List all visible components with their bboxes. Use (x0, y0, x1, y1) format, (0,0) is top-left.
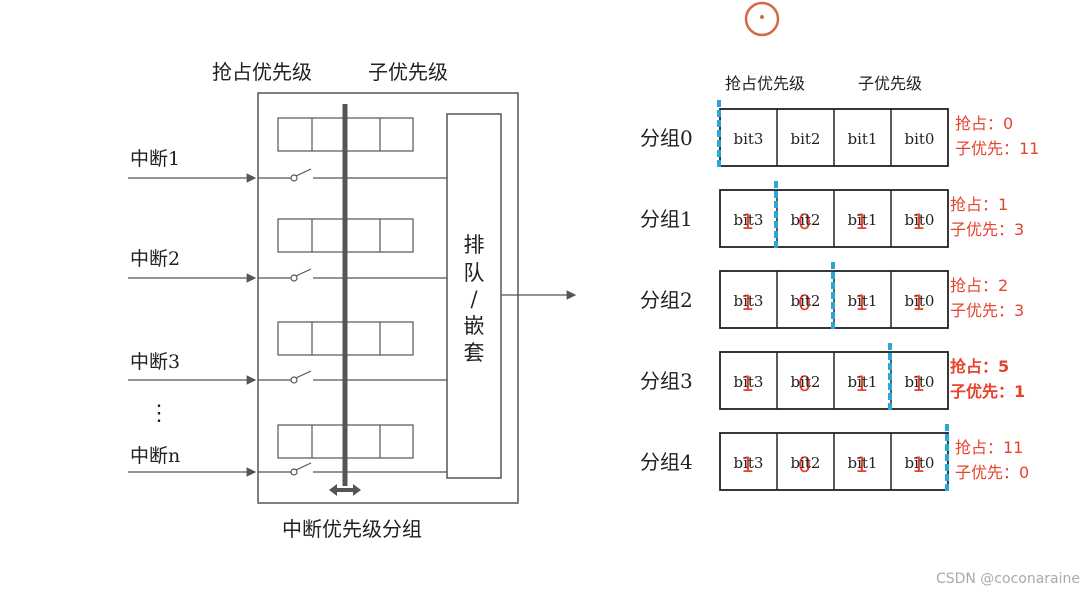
subpriority-note: 子优先：11 (955, 139, 1039, 158)
interrupt-row: 中断n (128, 424, 447, 477)
bit-value: 1 (855, 291, 868, 315)
bit-name: bit2 (791, 292, 821, 310)
queue-char: 套 (464, 341, 485, 365)
bit-name: bit2 (791, 454, 821, 472)
bit-name: bit1 (848, 130, 878, 148)
subpriority-note: 子优先：3 (950, 301, 1024, 320)
bit-name: bit0 (905, 454, 935, 472)
interrupt-row: 中断3 (128, 321, 447, 385)
bit-name: bit0 (905, 211, 935, 229)
group-label: 分组1 (640, 207, 693, 231)
bit-name: bit3 (734, 130, 764, 148)
bottom-label: 中断优先级分组 (282, 517, 422, 541)
subpriority-note: 子优先：1 (950, 382, 1025, 401)
queue-box (446, 113, 502, 479)
group-label: 分组4 (640, 450, 693, 474)
bit-value: 1 (855, 453, 868, 477)
preempt-note: 抢占：0 (955, 114, 1013, 133)
switch-icon (258, 462, 312, 476)
bit-value: 1 (741, 372, 754, 396)
interrupt-row: 中断2 (128, 218, 447, 283)
queue-label: 排 队 / 嵌 套 (464, 233, 485, 365)
interrupt-label: 中断n (130, 445, 180, 467)
queue-char: 嵌 (464, 314, 485, 338)
queue-char: 队 (464, 261, 485, 285)
preempt-note: 抢占：1 (950, 195, 1008, 214)
bit-name: bit3 (734, 373, 764, 391)
bit-name: bit2 (791, 211, 821, 229)
bit-value: 1 (855, 372, 868, 396)
preempt-note: 抢占：5 (950, 357, 1009, 376)
bit-name: bit1 (848, 454, 878, 472)
bit-value: 0 (798, 453, 811, 477)
ellipsis: ⋮ (148, 401, 170, 426)
subpriority-note: 子优先：3 (950, 220, 1024, 239)
switch-icon (258, 268, 312, 282)
bit-name: bit0 (905, 373, 935, 391)
switch-icon (258, 168, 312, 182)
queue-char: / (470, 287, 478, 311)
bit-value: 1 (912, 453, 925, 477)
queue-char: 排 (464, 233, 485, 257)
interrupt-row: 中断1 (128, 117, 447, 183)
bit-name: bit0 (905, 130, 935, 148)
right-header-sub: 子优先级 (858, 74, 922, 93)
bit-value: 1 (912, 210, 925, 234)
bit-value: 0 (798, 210, 811, 234)
priority-group-box (257, 92, 519, 504)
watermark: CSDN @coconaraine (936, 571, 1080, 587)
cursor-indicator-icon (744, 1, 780, 37)
bit-name: bit1 (848, 211, 878, 229)
bit-name: bit2 (791, 130, 821, 148)
group-label: 分组0 (640, 126, 693, 150)
interrupt-label: 中断1 (130, 148, 180, 170)
right-header-preempt: 抢占优先级 (725, 74, 805, 93)
group-label: 分组3 (640, 369, 693, 393)
bit-name: bit3 (734, 292, 764, 310)
bit-value: 1 (741, 210, 754, 234)
bit-value: 1 (855, 210, 868, 234)
bit-value: 1 (741, 291, 754, 315)
interrupt-label: 中断3 (130, 351, 180, 373)
bit-value: 1 (741, 453, 754, 477)
priority-group-row: 分组0 bit3 bit2 bit1 bit0 抢占：0 子优先：11 (640, 100, 1039, 169)
bit-name: bit1 (848, 292, 878, 310)
left-header-preempt: 抢占优先级 (212, 60, 312, 84)
bit-name: bit1 (848, 373, 878, 391)
bit-value: 0 (798, 372, 811, 396)
double-arrow-icon (329, 484, 361, 496)
bit-name: bit0 (905, 292, 935, 310)
preempt-note: 抢占：11 (955, 438, 1023, 457)
preempt-note: 抢占：2 (950, 276, 1008, 295)
bit-value: 1 (912, 291, 925, 315)
bit-name: bit2 (791, 373, 821, 391)
bit-value: 1 (912, 372, 925, 396)
bit-name: bit3 (734, 211, 764, 229)
subpriority-note: 子优先：0 (955, 463, 1029, 482)
interrupt-label: 中断2 (130, 248, 180, 270)
group-label: 分组2 (640, 288, 693, 312)
switch-icon (258, 370, 312, 384)
left-header-sub: 子优先级 (368, 60, 448, 84)
bit-value: 0 (798, 291, 811, 315)
bit-name: bit3 (734, 454, 764, 472)
